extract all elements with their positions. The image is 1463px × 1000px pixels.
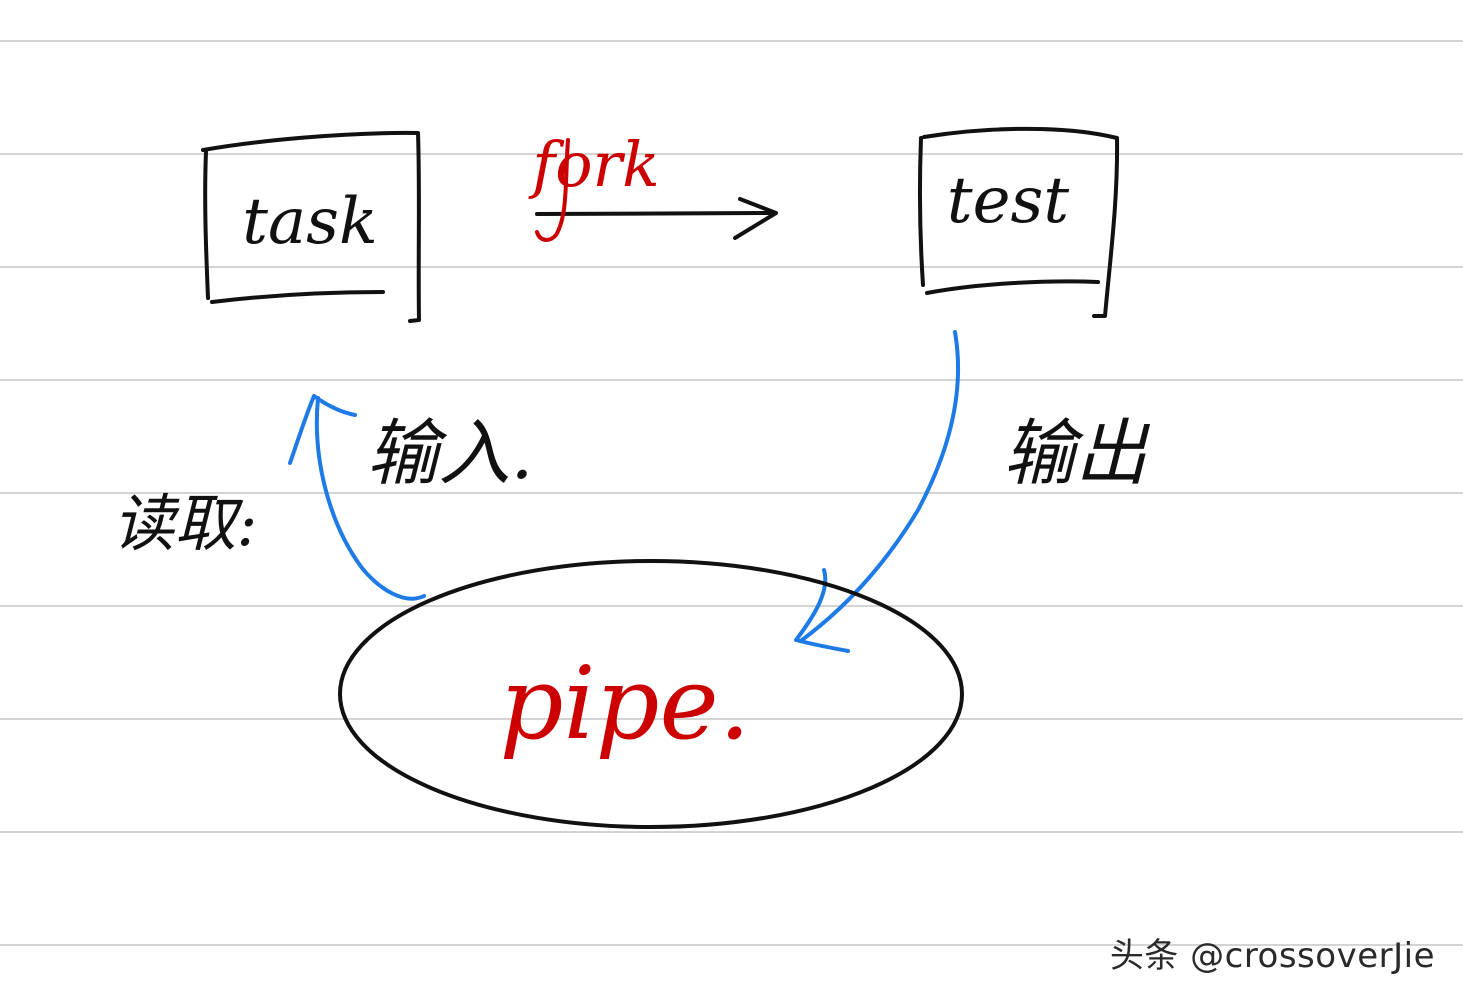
test-box-outline: [922, 126, 1120, 318]
task-box-bottom-edge: [210, 290, 385, 304]
fork-arrow-head: [733, 197, 778, 240]
read-arrow-head: [288, 394, 357, 465]
test-label: test: [947, 164, 1069, 238]
test-box-bottom-edge: [925, 279, 1100, 295]
test-node: test: [917, 126, 1120, 318]
task-box-outline: [201, 130, 421, 323]
pipe-ellipse: [338, 559, 964, 829]
fork-label: fork: [528, 128, 659, 201]
input-label: 输入.: [367, 411, 534, 495]
task-label: task: [242, 185, 378, 259]
ruled-lines: [0, 40, 1463, 946]
pipe-label: pipe.: [500, 645, 751, 762]
output-arrow-head: [794, 568, 850, 653]
task-node: task: [201, 130, 421, 323]
test-box-left-edge: [917, 136, 925, 287]
output-edge: [794, 330, 961, 653]
fork-label-stroke: [535, 138, 570, 242]
task-box-left-edge: [203, 150, 210, 300]
fork-edge: fork: [528, 128, 778, 242]
read-arrow-line: [314, 396, 426, 601]
fork-arrow-line: [535, 211, 774, 216]
watermark: 头条 @crossoverJie: [1109, 936, 1435, 976]
output-label: 输出: [1003, 411, 1151, 495]
read-label: 读取:: [113, 487, 258, 560]
pipe-node: pipe.: [338, 559, 964, 829]
read-edge: [288, 394, 426, 601]
output-arrow-line: [800, 330, 961, 642]
